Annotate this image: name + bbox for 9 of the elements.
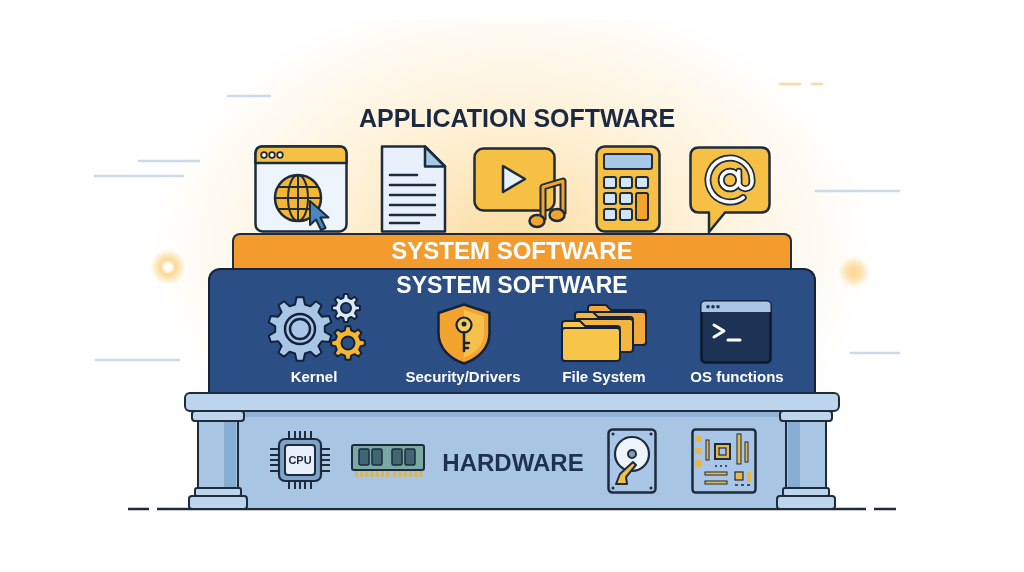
layer-title: SYSTEM SOFTWARE: [391, 239, 633, 263]
component-label: File System: [562, 368, 646, 386]
layer-panel: [208, 268, 816, 392]
layer-bar: [232, 233, 792, 268]
panel-heading: SYSTEM SOFTWARE: [396, 274, 628, 297]
component-label: Kernel: [290, 368, 338, 386]
diagram-title: APPLICATION SOFTWARE: [358, 106, 676, 131]
component-label: OS functions: [690, 368, 784, 386]
component-label: Security/Drivers: [405, 368, 521, 386]
